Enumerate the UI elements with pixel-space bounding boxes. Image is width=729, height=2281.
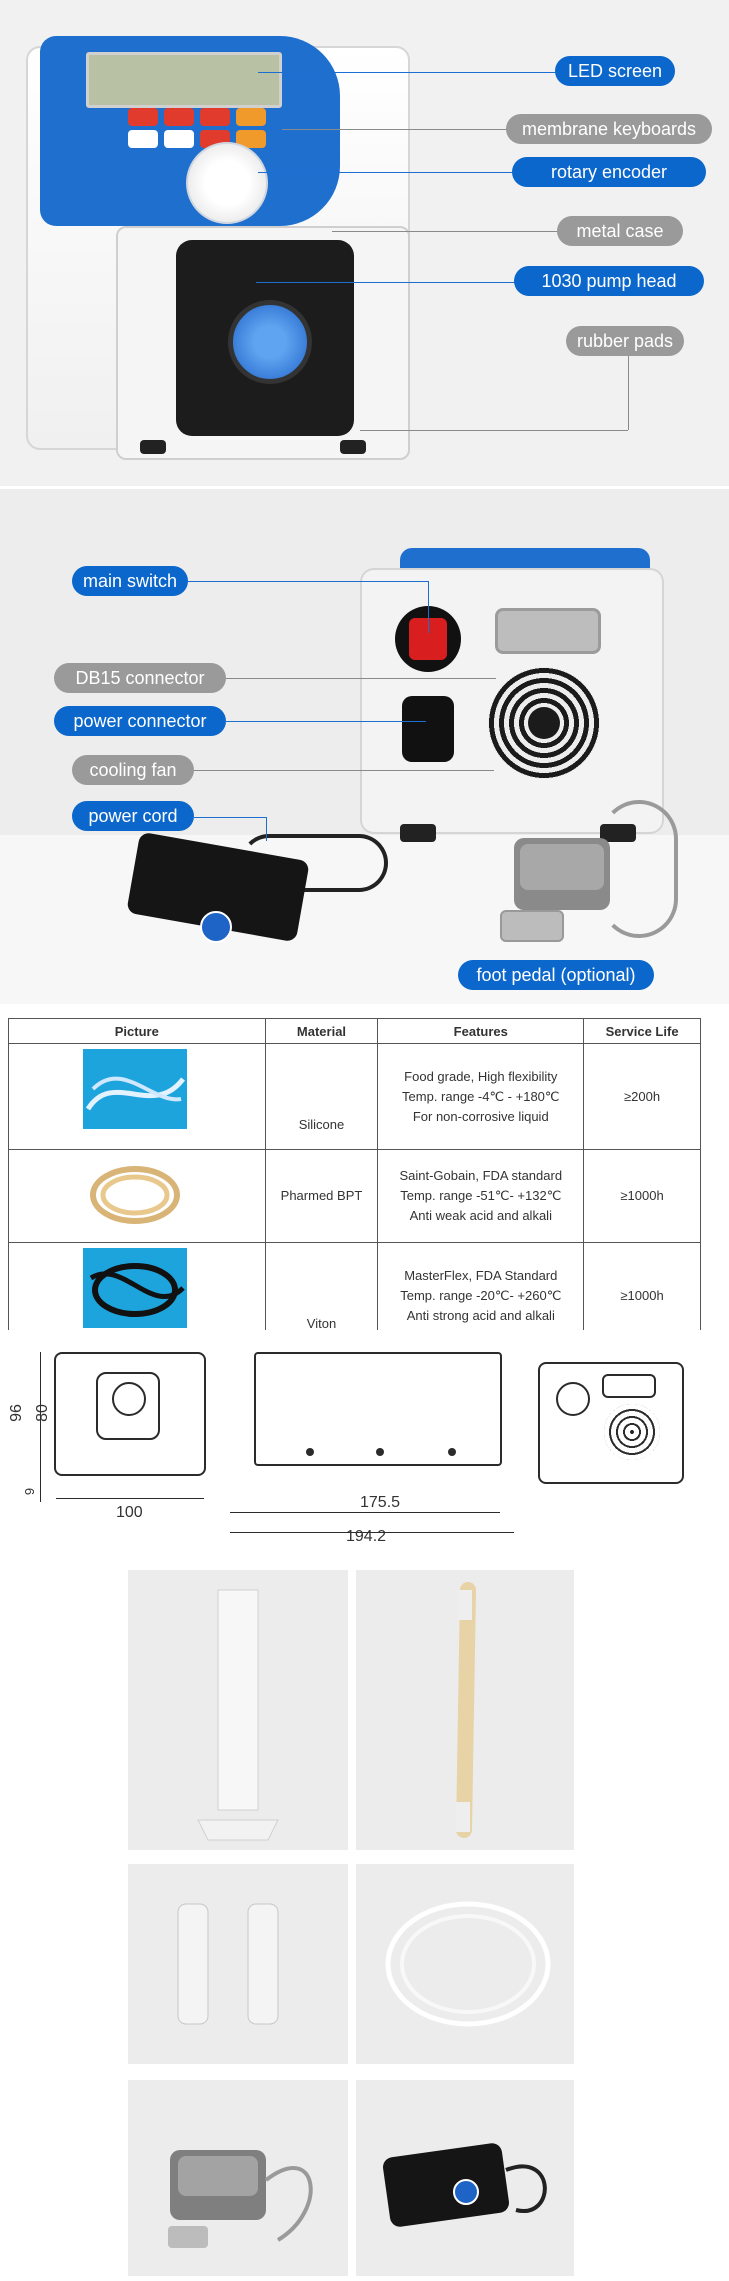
dimension-side-view: [254, 1352, 502, 1466]
column-header-material: Material: [264, 1018, 379, 1044]
dimension-foot: 9: [22, 1487, 38, 1496]
accessory-power-adapter: [356, 2080, 574, 2276]
leader-line: [258, 172, 512, 173]
membrane-key: [164, 130, 194, 148]
label-db15-connector: DB15 connector: [54, 663, 226, 693]
dimension-width: 100: [116, 1504, 143, 1521]
leader-line: [194, 770, 494, 771]
leader-line: [428, 581, 429, 633]
column-header-features: Features: [377, 1018, 585, 1044]
label-pump-head: 1030 pump head: [514, 266, 704, 296]
tubing-spec-table: Picture Material Features Service Life S…: [8, 1018, 701, 1349]
column-header-picture: Picture: [8, 1018, 266, 1044]
label-cooling-fan: cooling fan: [72, 755, 194, 785]
tube-image-pharmed: [83, 1155, 187, 1235]
power-cord-cable: [240, 834, 388, 892]
feature-line: Saint-Gobain, FDA standard: [399, 1168, 563, 1183]
rubber-pad: [400, 824, 436, 842]
leader-line: [188, 581, 428, 582]
dimension-line: [56, 1498, 204, 1499]
power-connector: [402, 696, 454, 762]
pedal-cable: [600, 800, 678, 938]
db15-connector: [495, 608, 601, 654]
leader-line: [332, 231, 562, 232]
leader-line: [258, 72, 558, 73]
accessory-tube-connectors: [128, 1864, 348, 2064]
dimension-depth-body: 175.5: [360, 1494, 401, 1511]
dimension-line: [40, 1352, 41, 1502]
leader-line: [282, 129, 510, 130]
feature-line: Food grade, High flexibility: [404, 1068, 558, 1084]
material-cell: Silicone: [264, 1043, 379, 1150]
leader-line: [628, 356, 629, 430]
leader-line: [256, 282, 516, 283]
screw-mark: [376, 1448, 384, 1456]
dimension-height-body: 80: [33, 1404, 51, 1422]
feature-line: Anti weak acid and alkali: [409, 1208, 552, 1223]
label-main-switch: main switch: [72, 566, 188, 596]
rotary-encoder: [186, 142, 268, 224]
leader-line: [194, 817, 266, 818]
cooling-fan-hub: [528, 707, 560, 739]
service-life-cell: ≥1000h: [583, 1149, 701, 1243]
feature-line: Temp. range -4℃ - +180℃: [402, 1088, 560, 1104]
label-rubber-pads: rubber pads: [566, 326, 684, 356]
rubber-pad: [140, 440, 166, 454]
material-cell: Pharmed BPT: [264, 1149, 379, 1243]
tube-image-silicone: [83, 1049, 187, 1129]
pedal-connector: [500, 910, 564, 942]
table-header-row: Picture Material Features Service Life: [8, 1018, 701, 1044]
membrane-key: [236, 108, 266, 126]
accessory-pump-tube: [356, 1570, 574, 1850]
adapter-sticker: [200, 911, 232, 943]
features-cell: Saint-Gobain, FDA standard Temp. range -…: [377, 1149, 585, 1243]
rubber-pad: [340, 440, 366, 454]
dimension-height-total: 96: [7, 1404, 25, 1422]
membrane-key: [236, 130, 266, 148]
tube-picture: [8, 1043, 266, 1150]
dimension-rotor: [112, 1382, 146, 1416]
leader-line: [360, 430, 628, 431]
table-row: Silicone Food grade, High flexibility Te…: [8, 1043, 701, 1150]
leader-line: [226, 721, 426, 722]
membrane-key: [164, 108, 194, 126]
accessory-foot-pedal: [128, 2080, 348, 2276]
label-power-connector: power connector: [54, 706, 226, 736]
service-life-cell: ≥200h: [583, 1043, 701, 1150]
membrane-key: [128, 108, 158, 126]
feature-line: For non-corrosive liquid: [412, 1108, 549, 1124]
feature-line: Temp. range -51℃- +132℃: [400, 1188, 562, 1203]
label-led-screen: LED screen: [555, 56, 675, 86]
screw-mark: [306, 1448, 314, 1456]
rear-db15-outline: [602, 1374, 656, 1398]
tube-picture: [8, 1149, 266, 1243]
rear-fan-outline: [604, 1404, 660, 1460]
dimension-depth-total: 194.2: [346, 1528, 387, 1545]
features-cell: Food grade, High flexibility Temp. range…: [377, 1043, 585, 1150]
column-header-service-life: Service Life: [583, 1018, 701, 1044]
dimension-line: [230, 1532, 514, 1533]
membrane-key: [200, 108, 230, 126]
accessory-silicone-tube: [356, 1864, 574, 2064]
rear-switch-outline: [556, 1382, 590, 1416]
table-row: Pharmed BPT Saint-Gobain, FDA standard T…: [8, 1149, 701, 1243]
leader-line: [226, 678, 496, 679]
pump-rotor: [228, 300, 312, 384]
label-power-cord: power cord: [72, 801, 194, 831]
leader-line: [266, 817, 267, 841]
screw-mark: [448, 1448, 456, 1456]
label-rotary-encoder: rotary encoder: [512, 157, 706, 187]
label-membrane-keyboards: membrane keyboards: [506, 114, 712, 144]
led-screen: [86, 52, 282, 108]
feature-line: Anti strong acid and alkali: [406, 1307, 555, 1323]
foot-pedal-top: [520, 844, 604, 890]
membrane-key: [128, 130, 158, 148]
feature-line: MasterFlex, FDA Standard: [404, 1267, 558, 1283]
dimension-line: [230, 1512, 500, 1513]
feature-line: Temp. range -20℃- +260℃: [400, 1287, 562, 1303]
label-metal-case: metal case: [557, 216, 683, 246]
label-foot-pedal: foot pedal (optional): [458, 960, 654, 990]
tube-image-viton: [83, 1248, 187, 1328]
accessory-measuring-cylinder: [128, 1570, 348, 1850]
